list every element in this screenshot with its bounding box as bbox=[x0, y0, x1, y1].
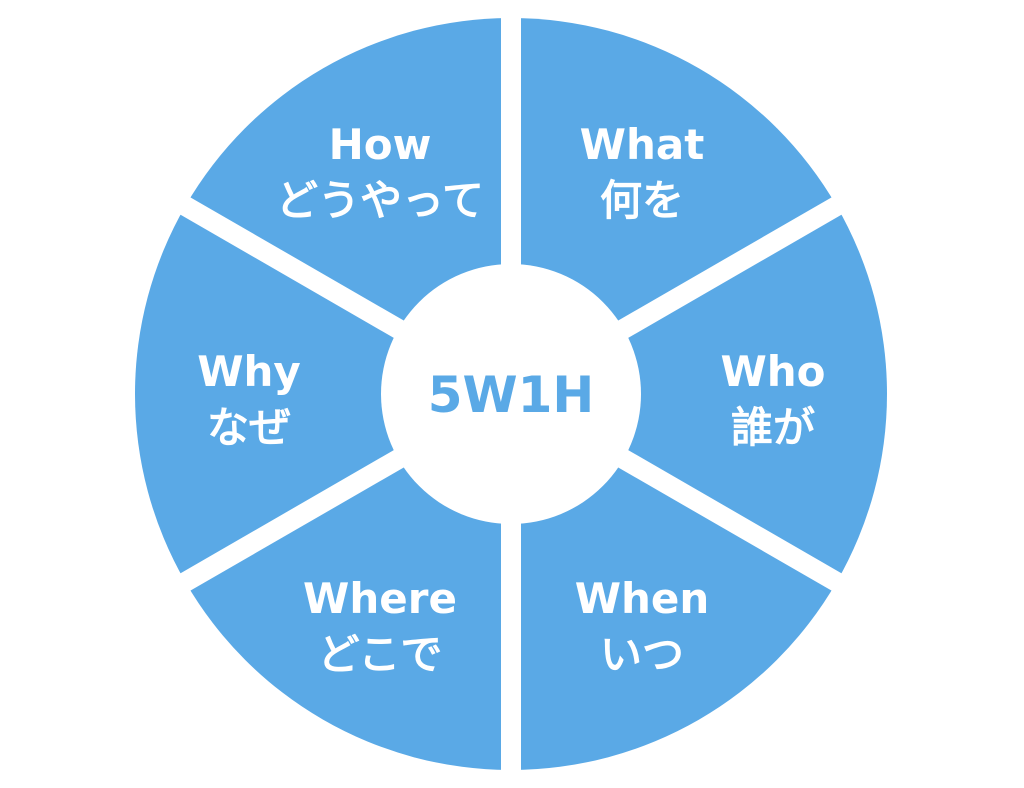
segment-label-en: What bbox=[580, 120, 705, 169]
center-label: 5W1H bbox=[428, 366, 595, 424]
segment-label-ja: どうやって bbox=[276, 176, 484, 225]
segment-label-en: Why bbox=[197, 347, 301, 396]
segment-label-ja: どこで bbox=[318, 630, 443, 679]
segment-label-en: How bbox=[329, 120, 432, 169]
segment-label-ja: いつ bbox=[600, 630, 684, 679]
segment-label-ja: 誰が bbox=[731, 403, 815, 452]
segment-label-ja: 何を bbox=[600, 176, 684, 225]
segment-label-en: Who bbox=[720, 347, 825, 396]
segment-label-ja: なぜ bbox=[207, 403, 291, 452]
segment-label-en: When bbox=[575, 574, 710, 623]
segment-label-en: Where bbox=[303, 574, 457, 623]
segment-why bbox=[135, 206, 511, 582]
center-hub bbox=[381, 264, 641, 524]
segment-who bbox=[511, 206, 887, 582]
